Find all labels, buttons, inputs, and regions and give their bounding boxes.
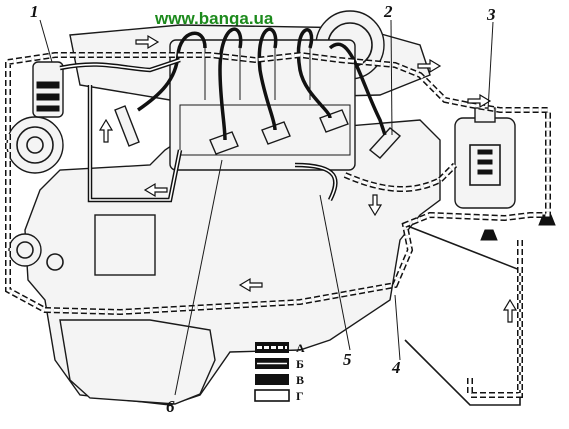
legend-letter-v: В — [296, 373, 304, 387]
filter-1 — [32, 61, 64, 118]
legend-swatch-g — [254, 389, 290, 402]
legend-letter-a: А — [296, 341, 305, 355]
watermark-text: www.banga.ua — [154, 9, 274, 28]
fuel-lines — [5, 27, 551, 398]
engine-drawing — [6, 10, 556, 406]
legend: А Б В Г — [254, 341, 305, 403]
flow-arrows — [98, 34, 518, 323]
filter-3 — [454, 107, 516, 209]
callout-1: 1 — [30, 2, 39, 21]
callout-2: 2 — [383, 2, 393, 21]
legend-letter-g: Г — [296, 389, 304, 403]
legend-swatch-v — [255, 374, 289, 385]
callout-5: 5 — [343, 350, 352, 369]
legend-letter-b: Б — [296, 357, 304, 371]
callout-4: 4 — [391, 358, 401, 377]
injectors — [114, 105, 402, 159]
callout-leaders — [39, 19, 494, 396]
callout-3: 3 — [486, 5, 496, 24]
callout-6: 6 — [166, 397, 175, 416]
